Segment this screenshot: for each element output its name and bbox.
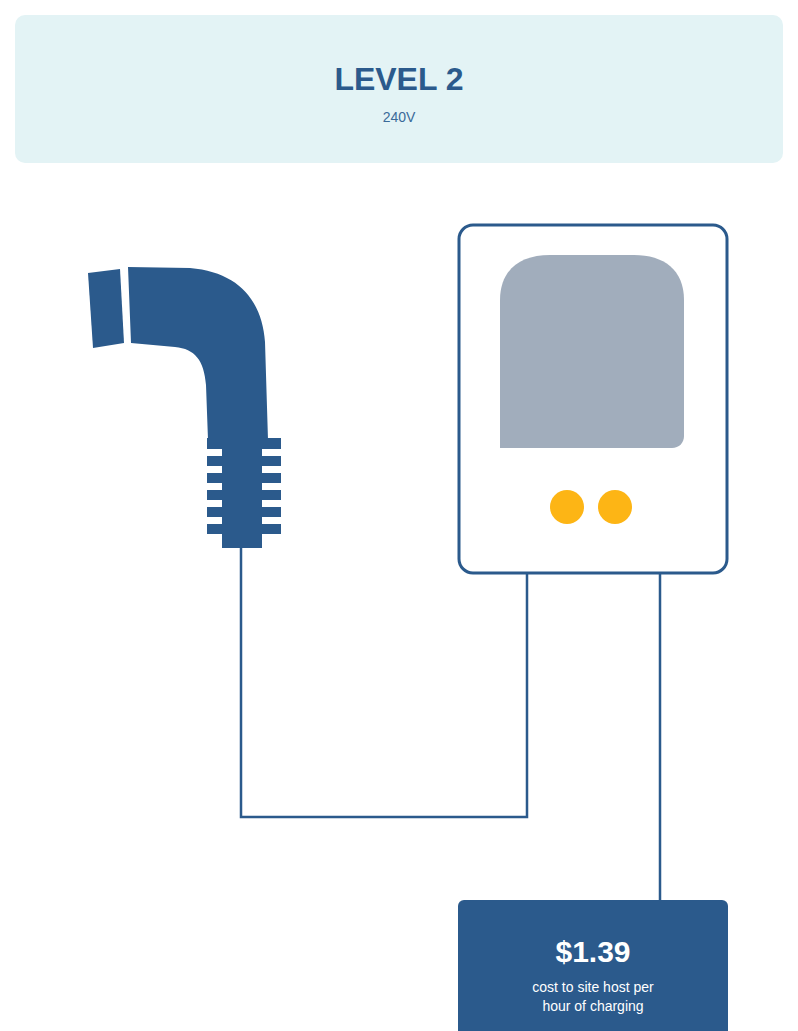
plug-fin [207, 524, 281, 534]
plug-fin [207, 490, 281, 500]
plug-fin [207, 507, 281, 517]
level-band: LEVEL 2 240V [15, 15, 783, 163]
indicator-light [550, 490, 584, 524]
charger-body [459, 225, 727, 573]
indicator-light [598, 490, 632, 524]
charger-screen [500, 255, 684, 448]
plug-fin [207, 456, 281, 466]
cost-box: $1.39 cost to site host per hour of charg… [458, 900, 728, 1031]
cost-description: cost to site host per hour of charging [518, 978, 668, 1016]
plug-fin [207, 438, 281, 449]
cost-value: $1.39 [555, 934, 630, 970]
plug-fin [207, 473, 281, 483]
plug-connector [88, 267, 281, 548]
charging-cable [241, 545, 527, 817]
level-heading: LEVEL 2 [334, 60, 463, 98]
leader-line [659, 573, 662, 902]
plug-tip [88, 269, 124, 348]
plug-handle [128, 267, 268, 440]
voltage-label: 240V [383, 108, 416, 126]
